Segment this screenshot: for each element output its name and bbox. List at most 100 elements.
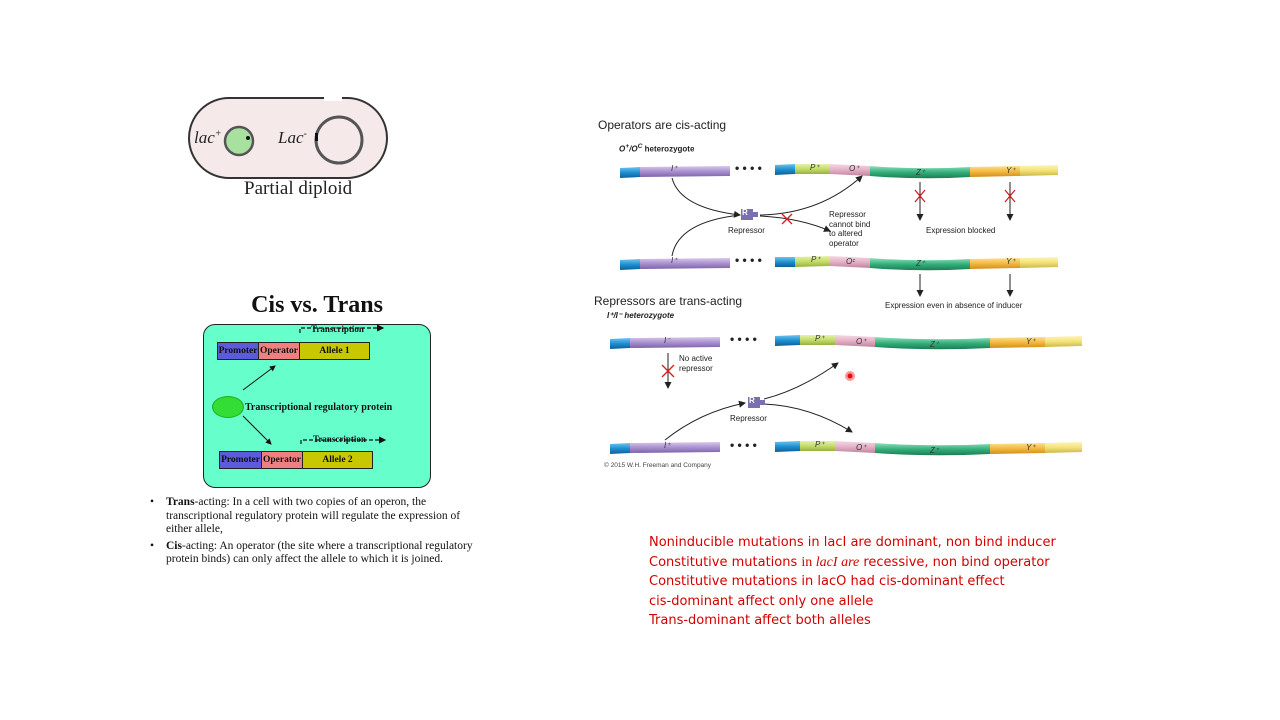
strand-2-promoter (795, 256, 830, 267)
strand-4-operator (835, 441, 875, 453)
strand-2-blue-end (620, 259, 640, 270)
lac-plus-label: lac+ (194, 128, 222, 147)
row1-o-label: O⁺ (849, 164, 860, 173)
operator-genotype: O+/OC heterozygote (619, 143, 695, 154)
strand-1-i-gene (640, 166, 730, 177)
row4-z-label: Z⁺ (930, 446, 940, 455)
lac-plus-marker (246, 136, 250, 140)
repressor-chip-2-tab (760, 400, 765, 405)
row2-z-label: Z⁺ (916, 259, 926, 268)
operator-box-2: Operator (261, 451, 303, 469)
row3-p-label: P⁺ (815, 334, 825, 343)
strand-3-yellow-end (1045, 336, 1082, 347)
regulatory-protein-label: Transcriptional regulatory protein (245, 402, 393, 413)
repressor-chip-1 (741, 209, 753, 220)
i-to-repressor-arrow-2 (671, 214, 741, 257)
promoter-box-2: Promoter (219, 451, 262, 469)
lac-operon-diagram: • • • • • • • • • • • • • • • • (610, 161, 1082, 456)
y-blocked-cross-b (1004, 189, 1016, 203)
strand-2-z-gene (870, 258, 970, 271)
strand-3-blue-end (610, 338, 630, 349)
strand-4-i-gene (630, 442, 720, 453)
strand-2-i-gene (640, 258, 730, 269)
mutation-notes: Noninducible mutations in lacI are domin… (649, 533, 1056, 631)
strand-1-operator (830, 164, 870, 176)
row1-i-label: I⁺ (671, 164, 678, 173)
row4-o-label: O⁺ (856, 443, 867, 452)
strand-1-blue-end (620, 167, 640, 178)
dna-strand-3 (610, 335, 1082, 350)
repressors-heading: Repressors are trans-acting (594, 294, 743, 308)
strand-2-yellow-end (1020, 257, 1058, 268)
cis-vs-trans-title: Cis vs. Trans (251, 292, 383, 318)
cell-outline-gap (324, 95, 342, 101)
row4-i-label: I⁺ (664, 441, 671, 450)
gap-dots-1: • • • • (735, 161, 762, 175)
lac-minus-chromosome (314, 115, 364, 165)
transcription-label-2: Transcription (313, 434, 366, 444)
repressor-label-2: Repressor (730, 414, 767, 423)
transcription-arrow-2 (300, 436, 387, 444)
row4-y-label: Y⁺ (1026, 443, 1036, 452)
cis-vs-trans-arrows (242, 324, 387, 445)
partial-diploid-graphics (223, 95, 364, 165)
repressor-to-altered-operator-arrow (759, 215, 831, 232)
strand-4-y-gene (990, 443, 1045, 454)
regulatory-protein-ellipse (212, 396, 244, 418)
allele-1-box: Allele 1 (299, 342, 370, 360)
strand-2-operator (830, 256, 870, 268)
repressor-genotype: I⁺/I⁻ heterozygote (607, 311, 675, 320)
operators-heading: Operators are cis-acting (598, 118, 727, 132)
operator-box-1: Operator (258, 342, 300, 360)
gap-dots-4: • • • • (730, 438, 757, 452)
row2-y-label: Y⁺ (1006, 257, 1016, 266)
repressor-chip-2-label: R (749, 396, 755, 405)
row2-i-label: I⁺ (671, 256, 678, 265)
row1-z-label: Z⁺ (916, 168, 926, 177)
row3-o-label: O⁺ (856, 337, 867, 346)
expression-even-label: Expression even in absence of inducer (885, 301, 1023, 310)
strand-1-blue-2 (775, 164, 795, 175)
lac-minus-marker (315, 133, 318, 141)
i-to-repressor-arrow-1 (671, 177, 741, 218)
gap-dots-3: • • • • (730, 332, 757, 346)
protein-to-operator2-arrow (242, 415, 272, 445)
note-line-2: Constitutive mutations in lacI are reces… (649, 554, 1050, 570)
row1-p-label: P⁺ (810, 163, 820, 172)
strand-2-blue-2 (775, 257, 795, 267)
partial-diploid-caption: Partial diploid (244, 178, 353, 199)
i-plus-to-repressor-arrow (664, 400, 746, 441)
no-active-repressor-note: No active repressor (679, 354, 713, 373)
dna-strand-2 (620, 256, 1058, 271)
i-minus-cross-b (661, 364, 675, 378)
strand-1-yellow-end (1020, 165, 1058, 176)
row3-i-label: I⁻ (664, 336, 671, 345)
z-blocked-cross-b (914, 189, 926, 203)
strand-3-blue-2 (775, 335, 800, 346)
lac-minus-label: Lac- (278, 128, 307, 147)
trans-acting-definition: Trans-acting: In a cell with two copies … (148, 496, 488, 537)
row4-p-label: P⁺ (815, 440, 825, 449)
repressor-to-operator-bottom-arrow (763, 403, 853, 433)
dna-strand-4 (610, 441, 1082, 456)
repressor-to-operator-top-arrow (763, 362, 839, 400)
note-line-3: Constitutive mutations in lacO had cis-d… (649, 574, 1005, 589)
row3-z-label: Z⁺ (930, 340, 940, 349)
strand-3-y-gene (990, 337, 1045, 348)
strand-2-y-gene (970, 258, 1020, 269)
repressor-chip-1-tab (753, 212, 758, 217)
note-line-1: Noninducible mutations in lacI are domin… (649, 535, 1056, 550)
repressor-chip-1-label: R (742, 208, 748, 217)
repressor-chip-2 (748, 397, 760, 408)
promoter-box-1: Promoter (217, 342, 259, 360)
strand-3-z-gene (875, 337, 990, 350)
row2-p-label: P⁺ (811, 255, 821, 264)
strand-1-y-gene (970, 166, 1020, 177)
note-line-4: cis-dominant affect only one allele (649, 593, 874, 609)
strand-4-z-gene (875, 443, 990, 456)
note-line-5: Trans-dominant affect both alleles (649, 613, 871, 628)
transcription-label-1: Transcription (311, 324, 364, 334)
strand-4-blue-2 (775, 441, 800, 452)
definitions-list: Trans-acting: In a cell with two copies … (148, 496, 488, 570)
protein-to-operator1-arrow (242, 365, 276, 391)
